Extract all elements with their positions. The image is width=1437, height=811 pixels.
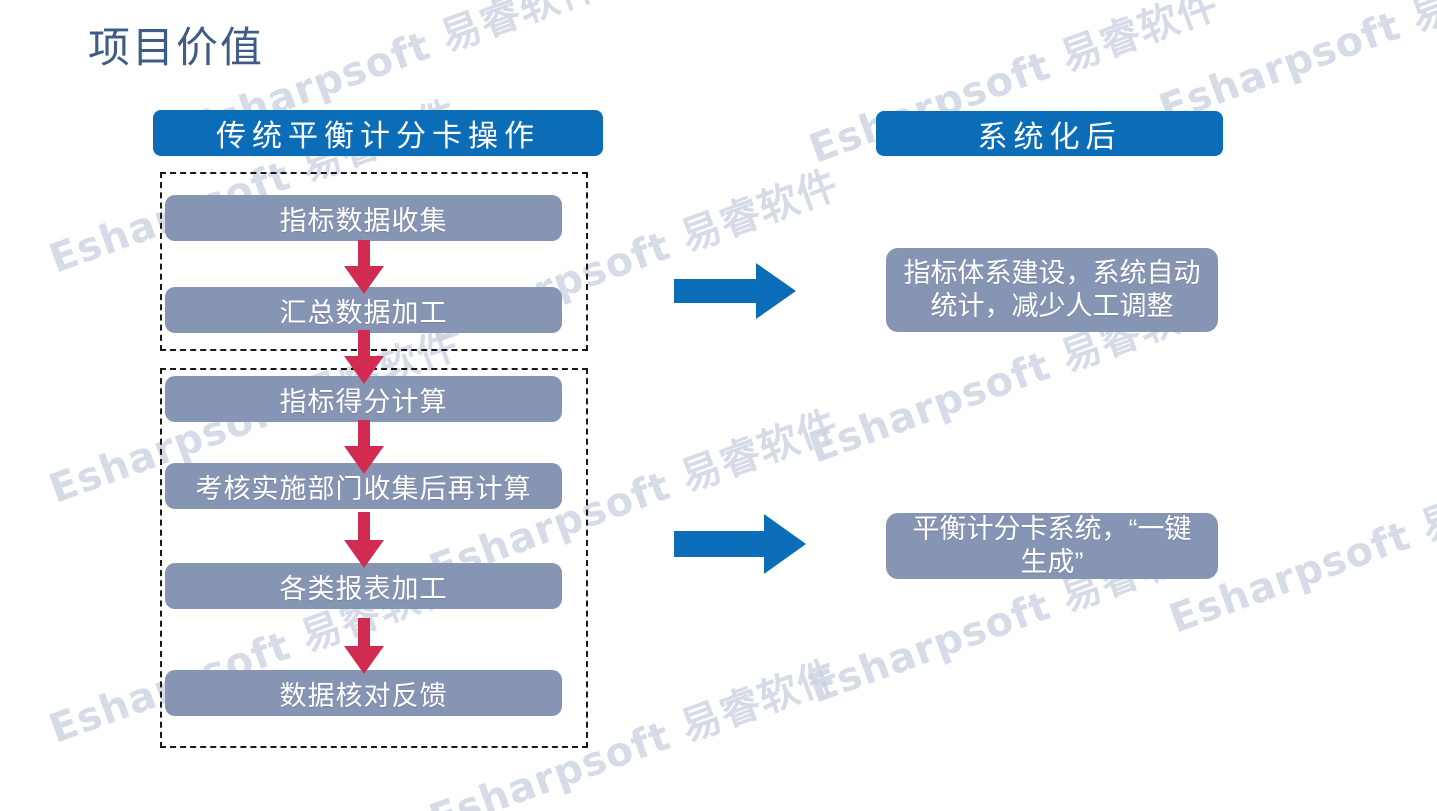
process-box-report-generation[interactable]: 各类报表加工	[165, 563, 562, 609]
process-box-indicator-data-collection[interactable]: 指标数据收集	[165, 195, 562, 241]
arrow-down-icon	[340, 618, 388, 674]
result-box-bsc-system[interactable]: 平衡计分卡系统，“一键生成”	[886, 513, 1218, 579]
process-box-data-verification-feedback[interactable]: 数据核对反馈	[165, 670, 562, 716]
column-header-traditional: 传统平衡计分卡操作	[153, 110, 603, 156]
arrow-down-icon	[340, 240, 388, 294]
result-box-indicator-system[interactable]: 指标体系建设，系统自动统计，减少人工调整	[886, 248, 1218, 332]
arrow-right-block-icon	[674, 514, 806, 574]
arrow-down-icon	[340, 330, 388, 384]
process-box-department-recalculation[interactable]: 考核实施部门收集后再计算	[165, 463, 562, 509]
arrow-down-icon	[340, 512, 388, 568]
page-title: 项目价值	[88, 24, 265, 71]
arrow-right-block-icon	[674, 263, 796, 319]
arrow-down-icon	[340, 420, 388, 474]
column-header-systemized: 系统化后	[876, 111, 1223, 156]
process-box-indicator-scoring[interactable]: 指标得分计算	[165, 376, 562, 422]
dashed-group-data-collection	[160, 172, 588, 351]
process-box-data-aggregation[interactable]: 汇总数据加工	[165, 287, 562, 333]
